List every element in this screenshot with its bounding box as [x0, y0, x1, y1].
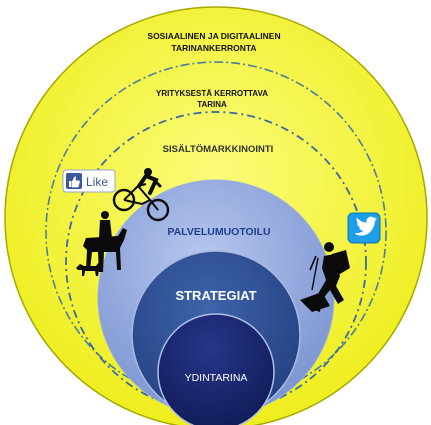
dog-icon — [76, 262, 101, 276]
like-label: Like — [86, 175, 108, 189]
second-ring-label-line2: TARINA — [197, 100, 227, 109]
third-ring-label: SISÄLTÖMARKKINOINTI — [163, 144, 274, 155]
second-ring — [45, 61, 387, 403]
like-badge: Like — [62, 169, 116, 193]
twitter-bird-icon — [347, 212, 381, 244]
fifth-circle-label: STRATEGIAT — [175, 288, 256, 303]
outer-ring-label-line1: SOSIAALINEN JA DIGITAALINEN — [147, 31, 280, 41]
outer-ring-label-line2: TARINANKERRONTA — [171, 43, 256, 53]
cyclist-icon — [112, 168, 170, 222]
horse-rider-icon — [83, 211, 127, 272]
thumbs-up-icon — [66, 173, 82, 189]
fourth-circle-label: PALVELUMUOTOILU — [167, 226, 270, 238]
core-circle-label: YDINTARINA — [185, 372, 248, 384]
core-circle — [157, 313, 275, 425]
hiker-icon — [300, 242, 350, 312]
second-ring-label-line1: YRITYKSESTÄ KERROTTAVA — [156, 89, 268, 98]
